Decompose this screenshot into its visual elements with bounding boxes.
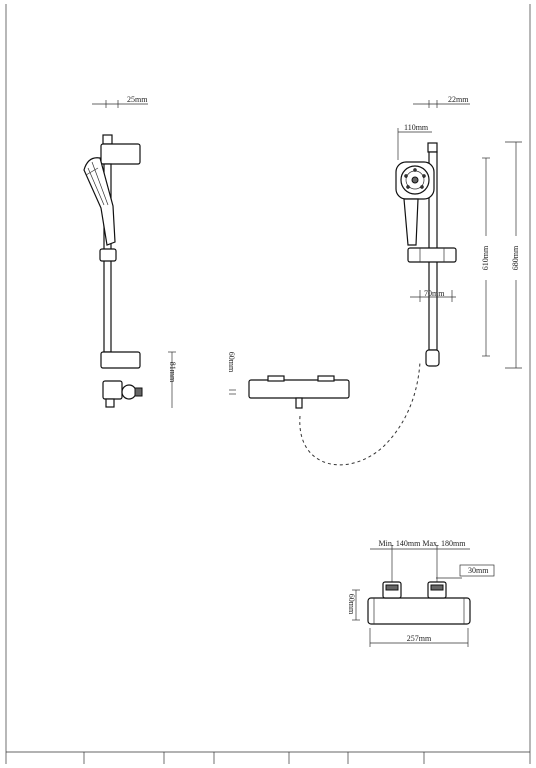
dimension-top-right-width: 22mm	[413, 95, 470, 108]
dimension-valve-depth: 60mm	[227, 352, 236, 395]
handset-side	[83, 157, 116, 246]
bottom-wall-bracket	[100, 351, 141, 369]
dimension-label: 610mm	[481, 245, 490, 270]
riser-rail-side-view: 25mm 81mm	[83, 95, 177, 408]
valve-knob	[427, 581, 447, 599]
dimension-label: 30mm	[468, 566, 489, 575]
handset-front	[395, 161, 435, 246]
shower-hose	[299, 361, 421, 466]
top-cap	[427, 142, 438, 153]
dimension-valve-height: 60mm	[347, 589, 360, 621]
dimension-slider-depth: 70mm	[410, 289, 456, 302]
dimension-inlet-size: 30mm	[436, 564, 495, 579]
valve-body	[248, 379, 350, 399]
top-wall-bracket	[100, 143, 141, 165]
dimension-valve-centres: Min. 140mm Max. 180mm	[370, 539, 470, 582]
dimension-top-left-width: 25mm	[92, 95, 148, 108]
bottom-end-cap	[425, 349, 440, 367]
drawing-frame	[5, 4, 531, 764]
riser-rail-front-view: 22mm 110mm 7	[395, 95, 522, 369]
dimension-rail-centres: 610mm	[481, 157, 491, 357]
dimension-label: 22mm	[448, 95, 469, 104]
slider	[99, 248, 117, 262]
dimension-handset-width: 110mm	[397, 123, 432, 160]
dimension-label: 81mm	[168, 362, 177, 383]
bar-valve-front-view: Min. 140mm Max. 180mm 30mm 60mm	[347, 539, 495, 647]
valve-body	[367, 597, 471, 625]
dimension-label: 680mm	[511, 245, 520, 270]
slider	[407, 247, 457, 263]
valve-knob	[382, 581, 402, 599]
dimension-label: 25mm	[127, 95, 148, 104]
dimension-label: 60mm	[227, 352, 236, 373]
dimension-label: 70mm	[424, 289, 445, 298]
dimension-label: 257mm	[407, 634, 432, 643]
valve-knob	[267, 375, 285, 382]
dimension-rail-height: 680mm	[505, 141, 522, 369]
elbow-outlet	[102, 380, 143, 408]
dimension-valve-width: 257mm	[369, 628, 469, 647]
valve-outlet	[295, 397, 303, 409]
dimension-label: 60mm	[347, 594, 356, 615]
bar-valve-top-view: 60mm	[227, 352, 421, 466]
top-cap	[102, 134, 113, 145]
dimension-label: 110mm	[404, 123, 429, 132]
valve-knob	[317, 375, 335, 382]
dimension-bracket-height: 81mm	[168, 351, 177, 408]
dimension-label: Min. 140mm Max. 180mm	[379, 539, 467, 548]
